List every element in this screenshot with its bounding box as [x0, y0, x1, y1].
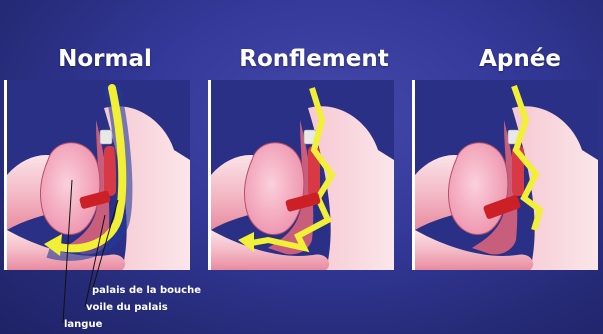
panel-ronflement [208, 80, 394, 270]
panel-title-apnee: Apnée [479, 46, 561, 72]
panel-title-normal: Normal [58, 46, 152, 72]
label-tongue: langue [64, 319, 102, 330]
panel-title-ronflement: Ronflement [239, 46, 388, 72]
label-palate: palais de la bouche [92, 285, 201, 296]
label-soft-palate: voile du palais [86, 302, 168, 313]
panel-normal [4, 80, 190, 270]
panel-apnee [412, 80, 598, 270]
